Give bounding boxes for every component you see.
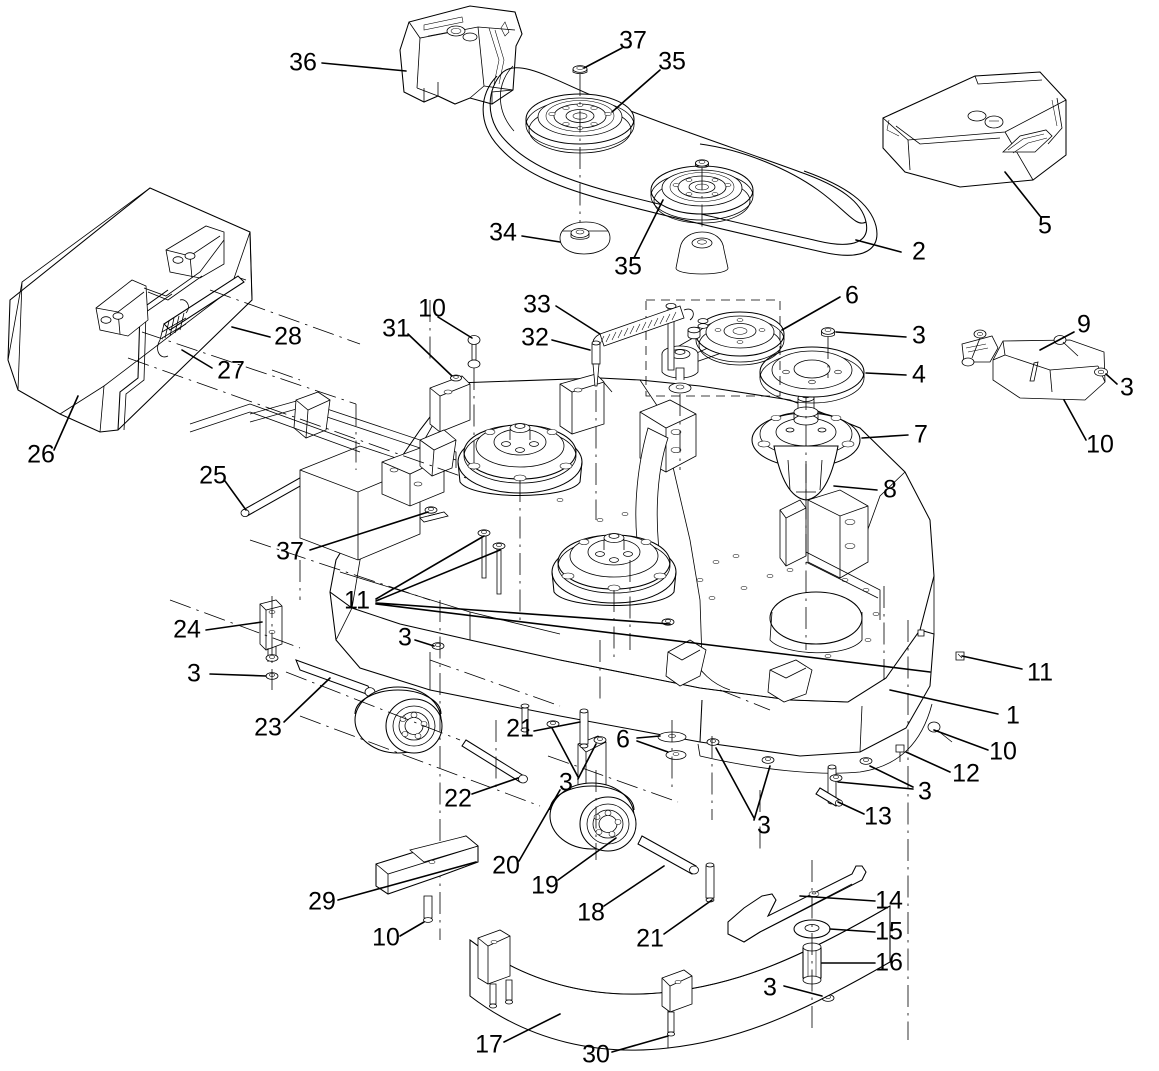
deflector-clamps <box>95 225 225 337</box>
part-14-cutting-blade <box>727 865 867 943</box>
deck-left-frame <box>189 391 457 561</box>
callout-4: 4 <box>912 360 926 389</box>
callout-16: 16 <box>875 948 903 977</box>
part-36-belt-cover <box>399 5 523 105</box>
callout-7: 7 <box>914 420 928 449</box>
part-11-bolts <box>419 506 965 661</box>
callout-26: 26 <box>27 440 55 469</box>
callout-37-left: 37 <box>276 537 304 566</box>
fasteners-misc <box>520 703 560 733</box>
part-5-discharge-cover <box>882 71 1067 188</box>
callout-9: 9 <box>1077 310 1091 339</box>
leader-lines <box>53 47 1118 1053</box>
callout-23: 23 <box>254 713 282 742</box>
callout-5: 5 <box>1038 211 1052 240</box>
part-33-extension-spring <box>592 305 694 349</box>
callout-1: 1 <box>1006 701 1020 730</box>
callout-22: 22 <box>444 784 472 813</box>
part-4-spindle-pulley <box>759 346 865 404</box>
part-2-drive-belt <box>482 65 878 256</box>
part-34-pivot-plate <box>559 221 611 255</box>
callout-3-b: 3 <box>1120 373 1134 402</box>
callout-33: 33 <box>523 290 551 319</box>
callout-25: 25 <box>199 461 227 490</box>
callout-3-g: 3 <box>757 811 771 840</box>
callout-31: 31 <box>382 314 410 343</box>
callout-8: 8 <box>883 475 897 504</box>
caster-assembly-left <box>295 600 443 940</box>
callout-37-top: 37 <box>619 26 647 55</box>
part-3-nut-over-pulley <box>821 327 835 378</box>
callout-2: 2 <box>912 237 926 266</box>
callout-21-a: 21 <box>506 714 534 743</box>
callout-35-upper: 35 <box>658 47 686 76</box>
part-37-nut-mid <box>695 159 709 168</box>
callout-12: 12 <box>952 759 980 788</box>
callout-10-c: 10 <box>989 737 1017 766</box>
callout-3-a: 3 <box>912 321 926 350</box>
callout-24: 24 <box>173 615 201 644</box>
callout-20: 20 <box>492 851 520 880</box>
part-22-axle-bolt <box>461 739 528 784</box>
callout-3-e: 3 <box>559 768 573 797</box>
part-idler-boss <box>675 231 729 275</box>
callout-10-d: 10 <box>372 923 400 952</box>
callout-30: 30 <box>582 1040 610 1069</box>
part-24-anti-scalp-bracket <box>259 596 283 690</box>
callout-32: 32 <box>521 323 549 352</box>
part-27-torsion-spring <box>157 299 189 358</box>
callout-35-lower: 35 <box>614 252 642 281</box>
callout-21-b: 21 <box>636 924 664 953</box>
callout-11-b: 11 <box>1027 658 1053 687</box>
callout-19: 19 <box>531 871 559 900</box>
part-6-washer <box>657 720 687 790</box>
callout-6-upper: 6 <box>845 281 859 310</box>
callout-3-d: 3 <box>187 659 201 688</box>
callout-36: 36 <box>289 48 317 77</box>
construction-lines <box>127 289 909 1040</box>
part-6-idler-arm <box>645 299 785 470</box>
part-37-nut-top <box>572 65 588 74</box>
callout-15: 15 <box>875 917 903 946</box>
callout-3-f: 3 <box>918 777 932 806</box>
callout-29: 29 <box>308 887 336 916</box>
part-32-anchor-rod <box>591 340 601 520</box>
part-7-spindle-housing <box>751 388 861 650</box>
spindle-front <box>551 533 677 607</box>
callout-10-b: 10 <box>1086 430 1114 459</box>
callout-34: 34 <box>489 218 517 247</box>
callout-27: 27 <box>217 356 245 385</box>
callout-17: 17 <box>475 1030 503 1059</box>
callout-6-lower: 6 <box>616 725 630 754</box>
callout-28: 28 <box>274 322 302 351</box>
part-9-bracket <box>961 329 1108 401</box>
callout-10-a: 10 <box>418 294 446 323</box>
part-17-front-baffle <box>469 905 891 1051</box>
part-29-baffle-plate <box>375 835 479 923</box>
callout-14: 14 <box>875 886 903 915</box>
deck-rear-brackets <box>429 373 881 620</box>
callout-3-c: 3 <box>398 623 412 652</box>
callout-18: 18 <box>577 898 605 927</box>
part-28-rod <box>163 275 247 331</box>
caster-assembly-right <box>549 735 699 875</box>
spindle-left <box>457 423 583 497</box>
callout-13: 13 <box>864 802 892 831</box>
callout-11-a: 11 <box>344 586 370 615</box>
fastener-10-31 <box>450 335 481 470</box>
callout-3-h: 3 <box>763 973 777 1002</box>
